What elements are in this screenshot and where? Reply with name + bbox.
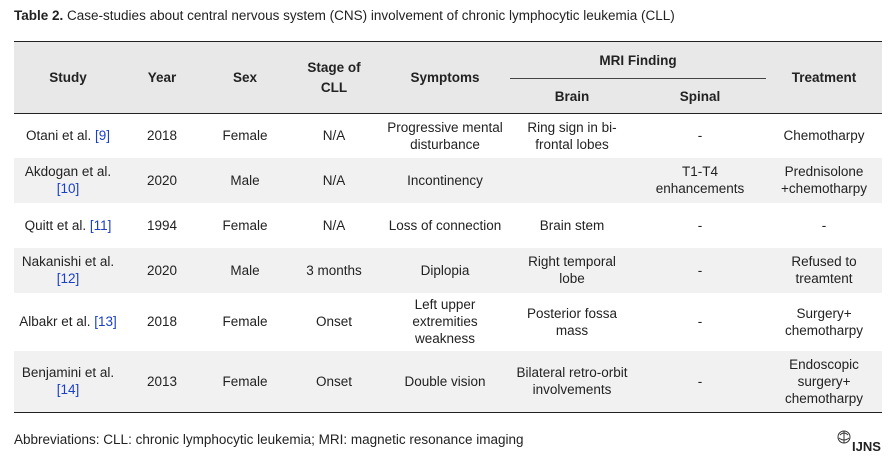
- table-caption: Table 2. Case-studies about central nerv…: [14, 8, 675, 23]
- symptoms-cell: Double vision: [380, 350, 510, 413]
- stage-cell: N/A: [322, 128, 346, 144]
- study-name: Nakanishi et al.: [21, 254, 115, 269]
- symptoms-cell: Progressive mental disturbance: [387, 119, 503, 152]
- brain-finding-cell: Bilateral retro-orbit involvements: [510, 350, 634, 413]
- sex-cell: Female: [222, 314, 268, 329]
- header-spinal: Spinal: [634, 78, 767, 114]
- reference-link[interactable]: [11]: [89, 217, 112, 233]
- table-caption-text: Case-studies about central nervous syste…: [63, 8, 675, 23]
- year-cell: 2018: [146, 128, 178, 144]
- table-row: Quitt et al. [11] 1994 Female N/A Loss of co…: [14, 203, 882, 248]
- reference-link[interactable]: [12]: [56, 271, 80, 286]
- study-cell: Nakanishi et al. [12]: [14, 247, 122, 293]
- symptoms-cell: Loss of connection: [388, 217, 502, 233]
- study-name: Benjamini et al.: [21, 365, 115, 381]
- brain-finding-cell: Posterior fossa mass: [526, 305, 618, 338]
- header-mri-finding: MRI Finding: [510, 41, 767, 79]
- reference-link[interactable]: [10]: [56, 181, 80, 196]
- abbreviations-footnote: Abbreviations: CLL: chronic lymphocytic …: [14, 432, 524, 447]
- year-cell: 2020: [122, 247, 202, 293]
- brain-finding-cell: Brain stem: [539, 217, 605, 233]
- sex-cell: Male: [202, 157, 288, 203]
- treatment-cell: Surgery+ chemotharpy: [784, 305, 864, 338]
- symptoms-cell: Left upper extremities weakness: [412, 297, 478, 346]
- stage-cell: 3 months: [288, 247, 380, 293]
- spinal-finding-cell: T1-T4 enhancements: [634, 157, 767, 203]
- header-treatment: Treatment: [766, 41, 883, 114]
- reference-link[interactable]: [13]: [94, 314, 117, 329]
- study-cell: Benjamini et al. [14]: [14, 350, 122, 413]
- study-name: Albakr et al.: [19, 314, 91, 329]
- year-cell: 2020: [122, 157, 202, 203]
- study-cell: Quitt et al. [11]: [14, 203, 122, 248]
- year-cell: 1994: [146, 217, 178, 233]
- treatment-cell: Prednisolone +chemotharpy: [766, 157, 883, 203]
- ijns-logo: IJNS: [837, 430, 881, 454]
- case-studies-table: Study Year Sex Stage of CLL Symptoms MRI…: [14, 41, 883, 413]
- table-row: Otani et al. [9] 2018 Female N/A Progressive…: [14, 114, 882, 158]
- table-label: Table 2.: [14, 8, 64, 23]
- header-study: Study: [14, 41, 122, 114]
- spinal-finding-cell: -: [634, 350, 767, 413]
- spinal-finding-cell: -: [697, 314, 703, 329]
- treatment-cell: Refused to treamtent: [766, 247, 883, 293]
- study-name: Quitt et al.: [24, 217, 87, 233]
- stage-cell: N/A: [322, 217, 346, 233]
- study-name: Otani et al.: [25, 128, 92, 144]
- header-stage: Stage of CLL: [288, 41, 380, 114]
- header-symptoms: Symptoms: [380, 41, 510, 114]
- sex-cell: Female: [222, 128, 268, 144]
- reference-link[interactable]: [9]: [95, 128, 111, 144]
- treatment-cell: Chemotharpy: [783, 128, 865, 144]
- brain-finding-cell: [510, 157, 634, 203]
- treatment-cell: Endoscopic surgery+ chemotharpy: [766, 350, 883, 413]
- spinal-finding-cell: -: [697, 217, 703, 233]
- treatment-cell: -: [821, 217, 827, 233]
- study-cell: Otani et al. [9]: [14, 114, 122, 158]
- stage-cell: Onset: [288, 350, 380, 413]
- study-name: Akdogan et al.: [24, 164, 112, 179]
- stage-cell: N/A: [288, 157, 380, 203]
- year-cell: 2018: [146, 314, 178, 329]
- reference-link[interactable]: [14]: [56, 382, 80, 398]
- table-row: Albakr et al. [13] 2018 Female Onset Left up…: [14, 293, 882, 351]
- stage-cell: Onset: [315, 314, 353, 329]
- symptoms-cell: Incontinency: [380, 157, 510, 203]
- sex-cell: Female: [222, 217, 268, 233]
- year-cell: 2013: [122, 350, 202, 413]
- header-sex: Sex: [202, 41, 288, 114]
- spinal-finding-cell: -: [634, 247, 767, 293]
- study-cell: Albakr et al. [13]: [14, 293, 122, 351]
- header-year: Year: [122, 41, 202, 114]
- sex-cell: Male: [202, 247, 288, 293]
- brain-finding-cell: Right temporal lobe: [510, 247, 634, 293]
- logo-text: IJNS: [852, 439, 881, 454]
- spinal-finding-cell: -: [697, 128, 703, 144]
- brain-finding-cell: Ring sign in bi-frontal lobes: [527, 119, 617, 152]
- symptoms-cell: Diplopia: [380, 247, 510, 293]
- study-cell: Akdogan et al. [10]: [14, 157, 122, 203]
- header-brain: Brain: [510, 78, 634, 114]
- sex-cell: Female: [202, 350, 288, 413]
